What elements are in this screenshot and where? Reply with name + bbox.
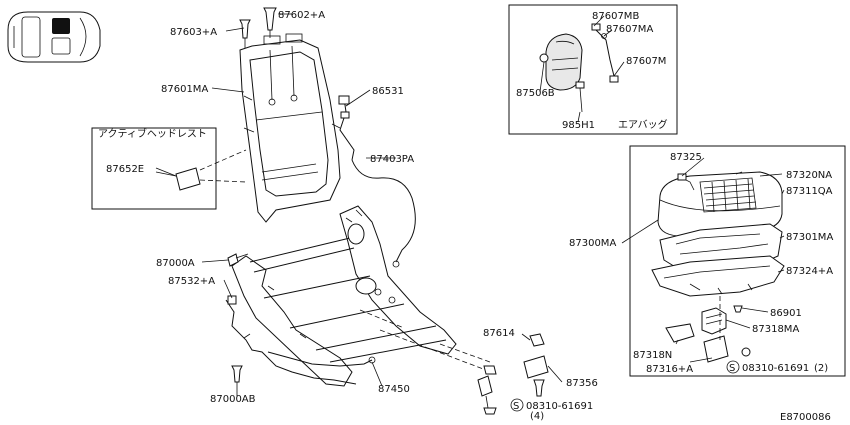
label-08310-qty: (4) <box>530 411 544 422</box>
s-mark-text: S <box>513 401 519 412</box>
label-87356: 87356 <box>566 378 598 389</box>
label-87000a: 87000A <box>156 258 195 269</box>
s-mark-symbol: S <box>510 398 524 412</box>
label-985h1: 985H1 <box>562 120 595 131</box>
seat-back-frame <box>239 33 341 223</box>
cushion-harness <box>225 295 357 385</box>
s-mark-symbol-2: S <box>726 360 740 374</box>
label-87320na: 87320NA <box>786 170 832 181</box>
label-87450: 87450 <box>378 384 410 395</box>
caption-airbag: エアバッグ <box>618 118 668 131</box>
label-87614: 87614 <box>483 328 515 339</box>
label-87403pa: 87403PA <box>370 154 414 165</box>
label-87601ma: 87601MA <box>161 84 208 95</box>
label-87318n: 87318N <box>633 350 672 361</box>
label-87300ma: 87300MA <box>569 238 616 249</box>
cushion-wire-87450 <box>267 351 376 367</box>
slide-bracket-parts <box>359 309 549 415</box>
label-86901: 86901 <box>770 308 802 319</box>
label-86531: 86531 <box>372 86 404 97</box>
headrest-guide-bolts <box>239 7 277 48</box>
label-87000ab: 87000AB <box>210 394 256 405</box>
label-87318ma: 87318MA <box>752 324 799 335</box>
caption-active-headrest: アクティブヘッドレスト <box>98 127 207 140</box>
vehicle-locator-icon <box>7 11 101 63</box>
label-87325: 87325 <box>670 152 702 163</box>
active-headrest-inset <box>91 127 247 210</box>
seat-cushion-frame <box>231 205 457 387</box>
label-87311qa: 87311QA <box>786 186 833 197</box>
cushion-inset <box>629 145 846 377</box>
frame-bolts <box>227 253 249 390</box>
label-87602a: 87602+A <box>278 10 325 21</box>
recliner-cable <box>351 159 416 268</box>
label-87652e: 87652E <box>106 164 144 175</box>
label-87301ma: 87301MA <box>786 232 833 243</box>
label-87532a: 87532+A <box>168 276 215 287</box>
label-08310-61691: 08310-61691 <box>526 401 593 412</box>
seat-heater-grid <box>699 177 757 213</box>
label-08310-qty-2: (2) <box>814 363 828 374</box>
seat-harness <box>338 95 355 161</box>
label-87607ma: 87607MA <box>606 24 653 35</box>
label-87316a: 87316+A <box>646 364 693 375</box>
label-87603a: 87603+A <box>170 27 217 38</box>
label-87607m: 87607M <box>626 56 666 67</box>
label-87506b: 87506B <box>516 88 555 99</box>
label-08310-61691-2: 08310-61691 <box>742 363 809 374</box>
leader-lines <box>155 13 785 396</box>
diagram-code: E8700086 <box>780 412 831 423</box>
part-labels: 87603+A 87602+A 87601MA 86531 アクティブヘッドレス… <box>98 10 833 423</box>
s-mark-text-2: S <box>729 363 735 374</box>
label-87607mb: 87607MB <box>592 11 639 22</box>
label-87324a: 87324+A <box>786 266 833 277</box>
